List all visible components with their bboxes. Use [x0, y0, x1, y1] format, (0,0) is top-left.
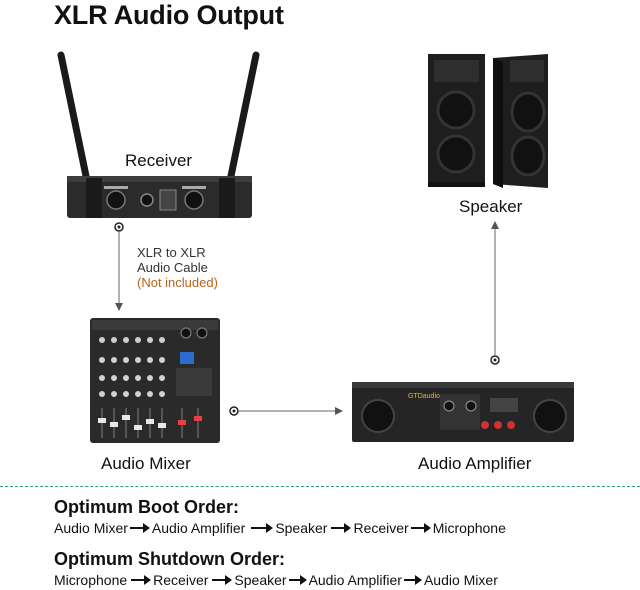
receiver-to-mixer-connector: [114, 222, 124, 311]
receiver-label: Receiver: [125, 151, 193, 170]
boot-order-row: Audio Mixer Audio Amplifier Speaker Rece…: [54, 520, 506, 536]
boot-order-title: Optimum Boot Order:: [54, 497, 239, 517]
shutdown-step: Speaker: [234, 572, 287, 588]
shutdown-step: Microphone: [54, 572, 128, 588]
mixer-image: [90, 318, 220, 443]
arrow-right-icon: [331, 522, 352, 534]
speaker-label: Speaker: [459, 197, 523, 216]
arrow-right-icon: [251, 522, 274, 534]
receiver-image: [57, 51, 260, 218]
arrow-right-icon: [131, 574, 152, 586]
arrow-right-icon: [212, 574, 233, 586]
shutdown-step: Receiver: [153, 572, 209, 588]
cable-not-included: (Not included): [137, 275, 218, 290]
arrow-right-icon: [410, 522, 431, 534]
speaker-image: [428, 54, 548, 188]
shutdown-step: Audio Mixer: [423, 572, 498, 588]
amplifier-label: Audio Amplifier: [418, 454, 532, 473]
page-title: XLR Audio Output: [54, 0, 284, 30]
boot-step: Audio Mixer: [54, 520, 128, 536]
cable-line-1: XLR to XLR: [137, 245, 206, 260]
amplifier-to-speaker-connector: [490, 221, 500, 365]
amplifier-image: GTDaudio: [352, 382, 574, 442]
mixer-label: Audio Mixer: [101, 454, 191, 473]
cable-line-2: Audio Cable: [137, 260, 208, 275]
boot-step: Audio Amplifier: [151, 520, 246, 536]
boot-step: Receiver: [353, 520, 409, 536]
amp-brand-label: GTDaudio: [408, 393, 440, 400]
boot-step: Microphone: [432, 520, 506, 536]
boot-step: Speaker: [275, 520, 328, 536]
shutdown-order-row: Microphone Receiver Speaker Audio Amplif…: [54, 572, 498, 588]
shutdown-order-title: Optimum Shutdown Order:: [54, 549, 285, 569]
section-divider: [0, 486, 640, 487]
cable-note: XLR to XLR Audio Cable (Not included): [137, 245, 218, 290]
mixer-to-amplifier-connector: [229, 406, 343, 416]
arrow-right-icon: [288, 574, 307, 586]
arrow-right-icon: [129, 522, 150, 534]
arrow-right-icon: [403, 574, 422, 586]
shutdown-step: Audio Amplifier: [308, 572, 402, 588]
